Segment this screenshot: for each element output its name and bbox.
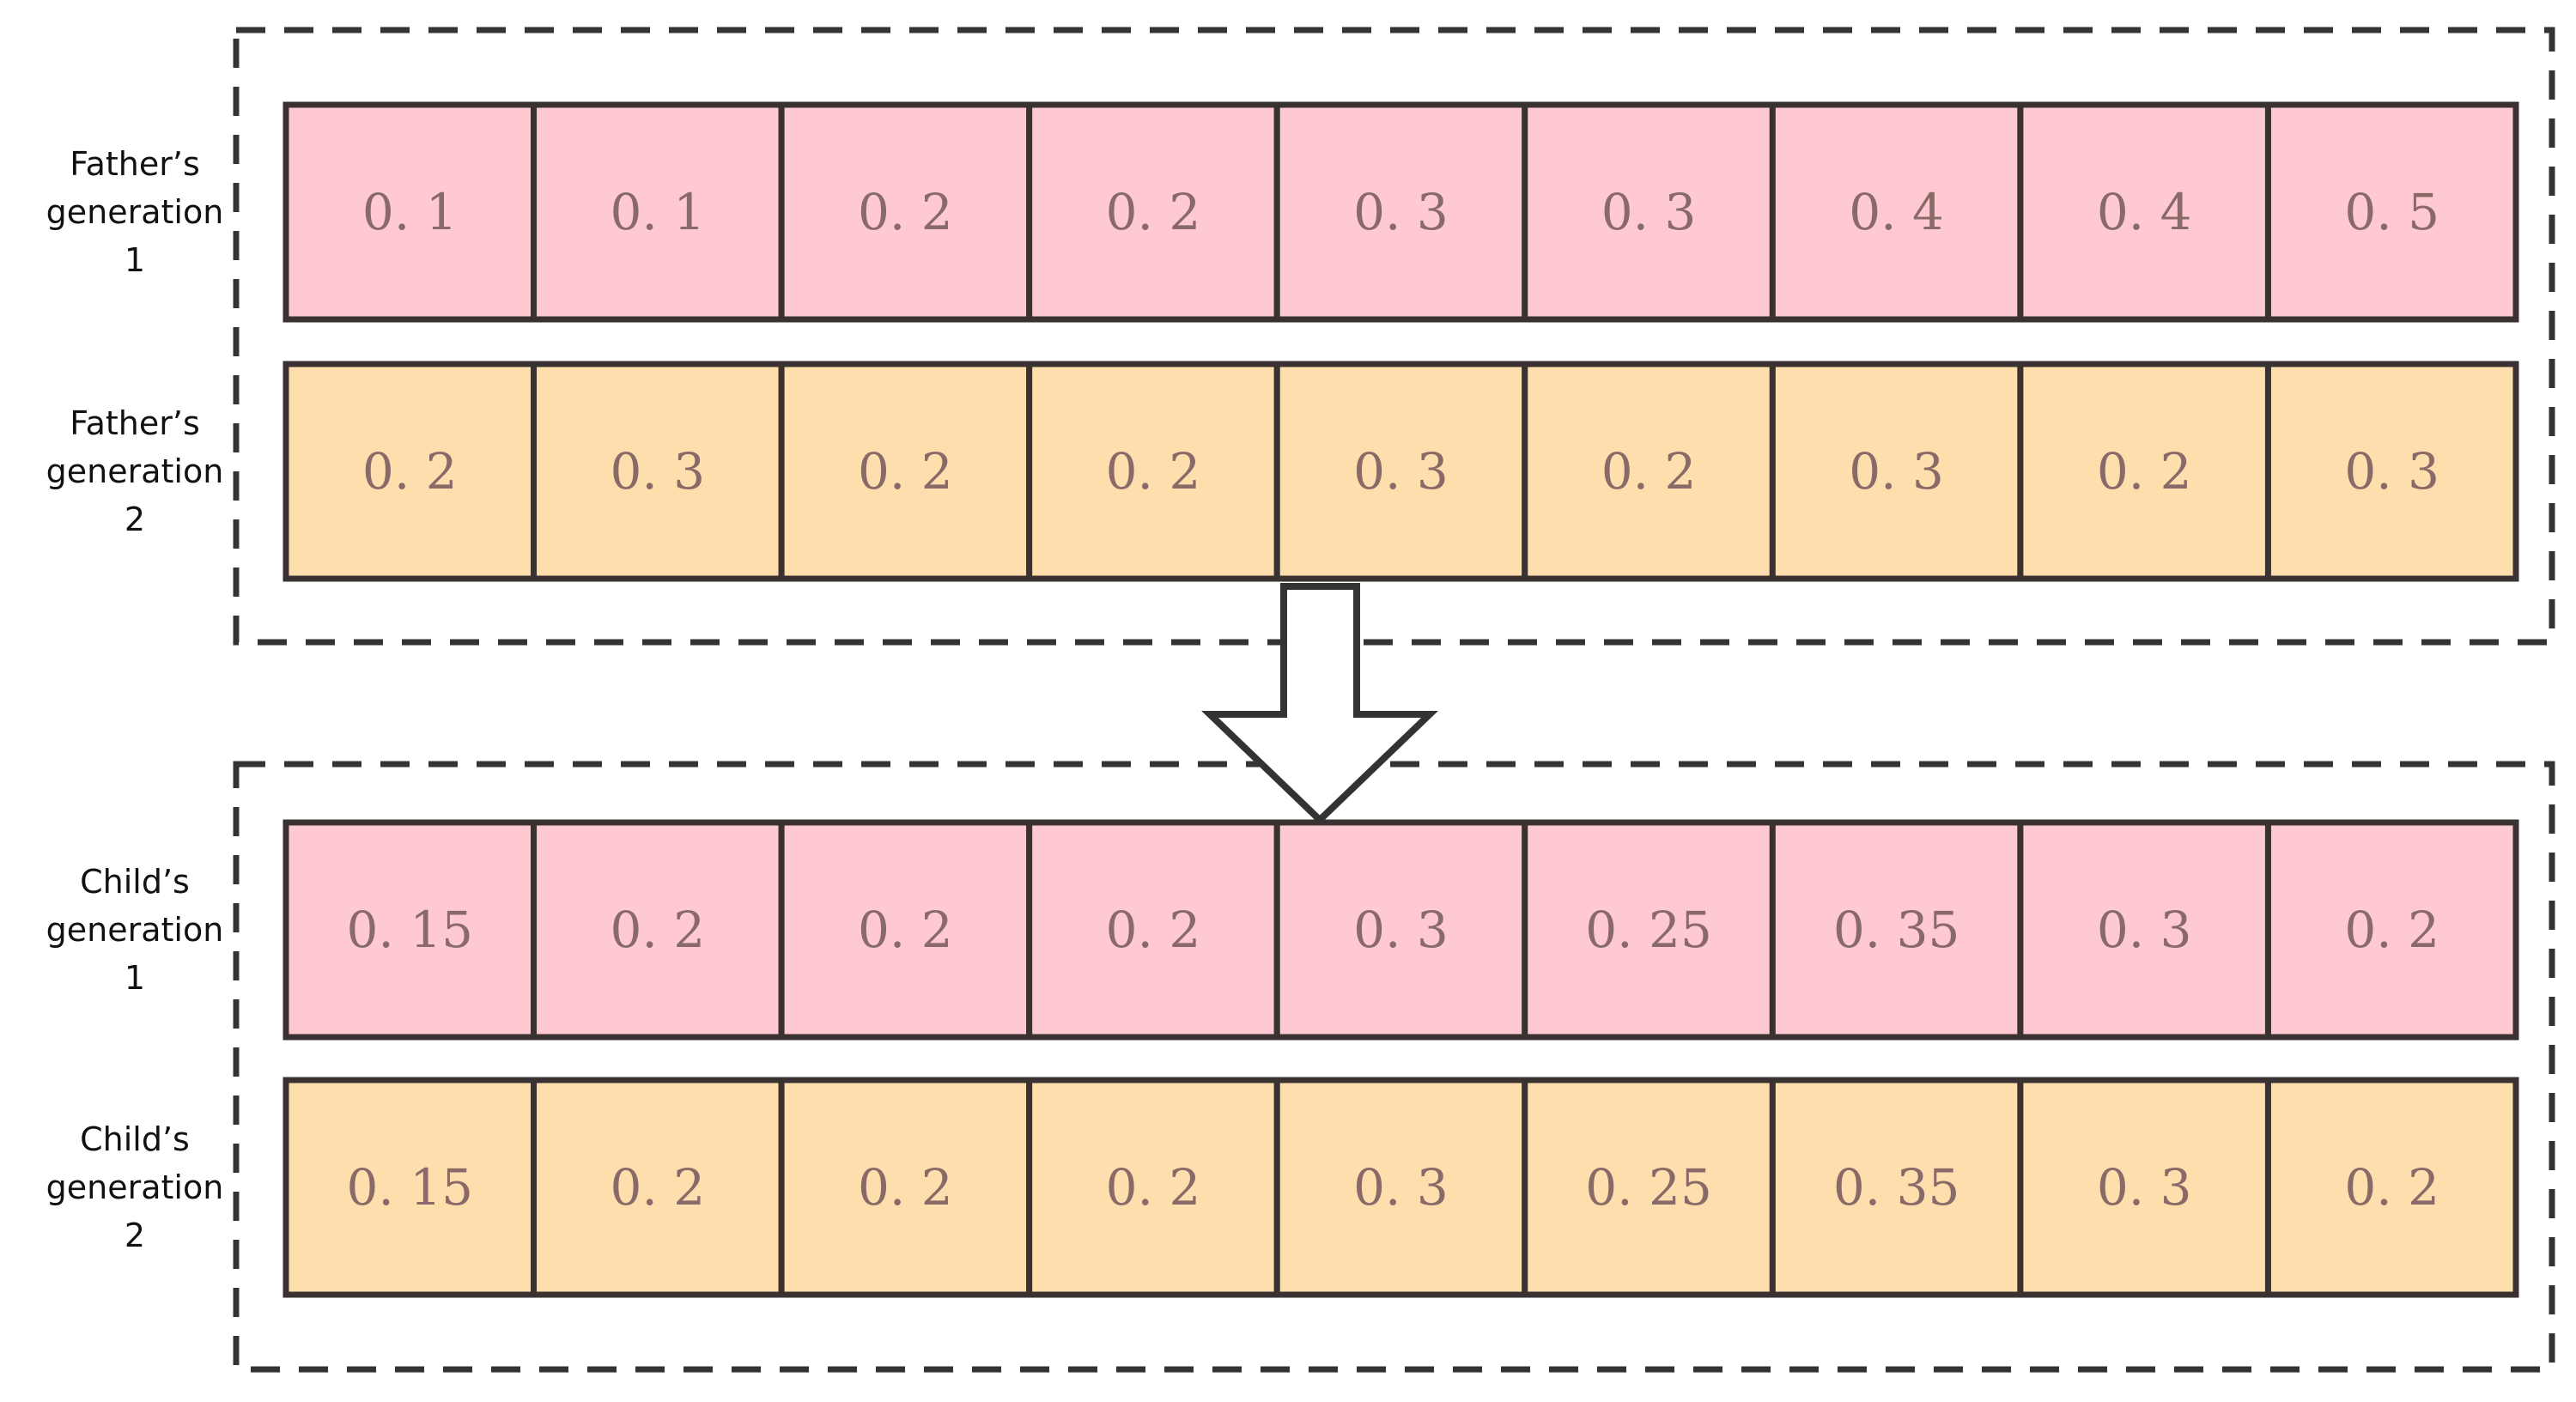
gene-cell <box>2264 361 2519 582</box>
row-label-line: Child’s <box>80 863 190 901</box>
gene-cell <box>1026 101 1280 323</box>
row-label: Father’s generation 2 <box>46 404 224 538</box>
row-label: Child’s generation 1 <box>46 863 224 997</box>
gene-cell <box>1769 101 2024 323</box>
row-label-line: generation <box>46 452 224 490</box>
gene-value: 0. 3 <box>1849 442 1944 501</box>
gene-value: 0. 2 <box>1106 1158 1201 1217</box>
gene-value: 0. 2 <box>1106 901 1201 959</box>
gene-cell <box>1522 819 1776 1041</box>
gene-cell <box>1522 1077 1776 1298</box>
row-label: Child’s generation 2 <box>46 1120 224 1254</box>
gene-cell <box>2017 361 2271 582</box>
gene-cell <box>1273 1077 1528 1298</box>
gene-value: 0. 2 <box>1106 183 1201 241</box>
gene-value: 0. 25 <box>1585 1158 1712 1217</box>
gene-value: 0. 5 <box>2344 183 2439 241</box>
row-label-line: 2 <box>125 1217 145 1254</box>
gene-value: 0. 1 <box>610 183 705 241</box>
gene-cell <box>283 361 538 582</box>
gene-cell <box>2264 819 2519 1041</box>
gene-cell <box>778 361 1033 582</box>
gene-value: 0. 15 <box>346 1158 473 1217</box>
gene-cell <box>1522 101 1776 323</box>
child-row-1: 0. 15 0. 2 0. 2 0. 2 0. 3 0. 25 0. 35 0. 3 0. 2 <box>283 819 2519 1041</box>
child-row-2: 0. 15 0. 2 0. 2 0. 2 0. 3 0. 25 0. 35 0. 3 0. 2 <box>283 1077 2519 1298</box>
gene-cell <box>1769 361 2024 582</box>
gene-value: 0. 2 <box>2097 442 2192 501</box>
gene-value: 0. 4 <box>2097 183 2192 241</box>
gene-cell <box>531 819 785 1041</box>
gene-value: 0. 3 <box>1601 183 1697 241</box>
row-label-line: generation <box>46 1168 224 1206</box>
gene-value: 0. 35 <box>1833 1158 1960 1217</box>
gene-cell <box>2264 1077 2519 1298</box>
gene-cell <box>778 101 1033 323</box>
gene-cell <box>778 1077 1033 1298</box>
gene-value: 0. 2 <box>610 1158 705 1217</box>
row-label-line: Father’s <box>70 145 200 183</box>
gene-value: 0. 25 <box>1585 901 1712 959</box>
gene-cell <box>1273 819 1528 1041</box>
row-label: Father’s generation 1 <box>46 145 224 279</box>
father-row-2: 0. 2 0. 3 0. 2 0. 2 0. 3 0. 2 0. 3 0. 2 0. 3 <box>283 361 2519 582</box>
gene-value: 0. 4 <box>1849 183 1944 241</box>
child-group-box <box>233 761 2555 1373</box>
gene-value: 0. 3 <box>1353 183 1449 241</box>
gene-cell <box>2017 819 2271 1041</box>
gene-value: 0. 2 <box>362 442 458 501</box>
father-group-box <box>233 27 2555 646</box>
father-row-1: 0. 1 0. 1 0. 2 0. 2 0. 3 0. 3 0. 4 0. 4 0. 5 <box>283 101 2519 323</box>
gene-cell <box>1026 819 1280 1041</box>
gene-value: 0. 3 <box>1353 1158 1449 1217</box>
row-label-line: 1 <box>125 241 145 279</box>
gene-value: 0. 2 <box>858 901 953 959</box>
gene-cell <box>531 101 785 323</box>
row-label-line: generation <box>46 911 224 949</box>
row-label-line: Father’s <box>70 404 200 442</box>
gene-value: 0. 3 <box>2344 442 2439 501</box>
row-label-line: Child’s <box>80 1120 190 1158</box>
gene-value: 0. 2 <box>858 1158 953 1217</box>
gene-value: 0. 1 <box>362 183 458 241</box>
gene-value: 0. 2 <box>1106 442 1201 501</box>
gene-value: 0. 15 <box>346 901 473 959</box>
gene-value: 0. 2 <box>2344 901 2439 959</box>
down-arrow-icon <box>1201 583 1438 825</box>
gene-value: 0. 2 <box>2344 1158 2439 1217</box>
gene-cell <box>778 819 1033 1041</box>
gene-cell <box>1522 361 1776 582</box>
row-label-line: generation <box>46 193 224 231</box>
gene-value: 0. 35 <box>1833 901 1960 959</box>
gene-value: 0. 2 <box>610 901 705 959</box>
gene-cell <box>1273 361 1528 582</box>
gene-cell <box>531 361 785 582</box>
gene-value: 0. 3 <box>610 442 705 501</box>
gene-cell <box>2017 1077 2271 1298</box>
gene-value: 0. 3 <box>2097 901 2192 959</box>
gene-value: 0. 3 <box>1353 442 1449 501</box>
gene-cell <box>2264 101 2519 323</box>
gene-value: 0. 2 <box>858 183 953 241</box>
gene-cell <box>2017 101 2271 323</box>
gene-value: 0. 3 <box>1353 901 1449 959</box>
row-label-line: 2 <box>125 501 145 538</box>
gene-value: 0. 2 <box>1601 442 1697 501</box>
gene-value: 0. 2 <box>858 442 953 501</box>
gene-value: 0. 3 <box>2097 1158 2192 1217</box>
row-label-line: 1 <box>125 959 145 997</box>
gene-cell <box>1026 1077 1280 1298</box>
